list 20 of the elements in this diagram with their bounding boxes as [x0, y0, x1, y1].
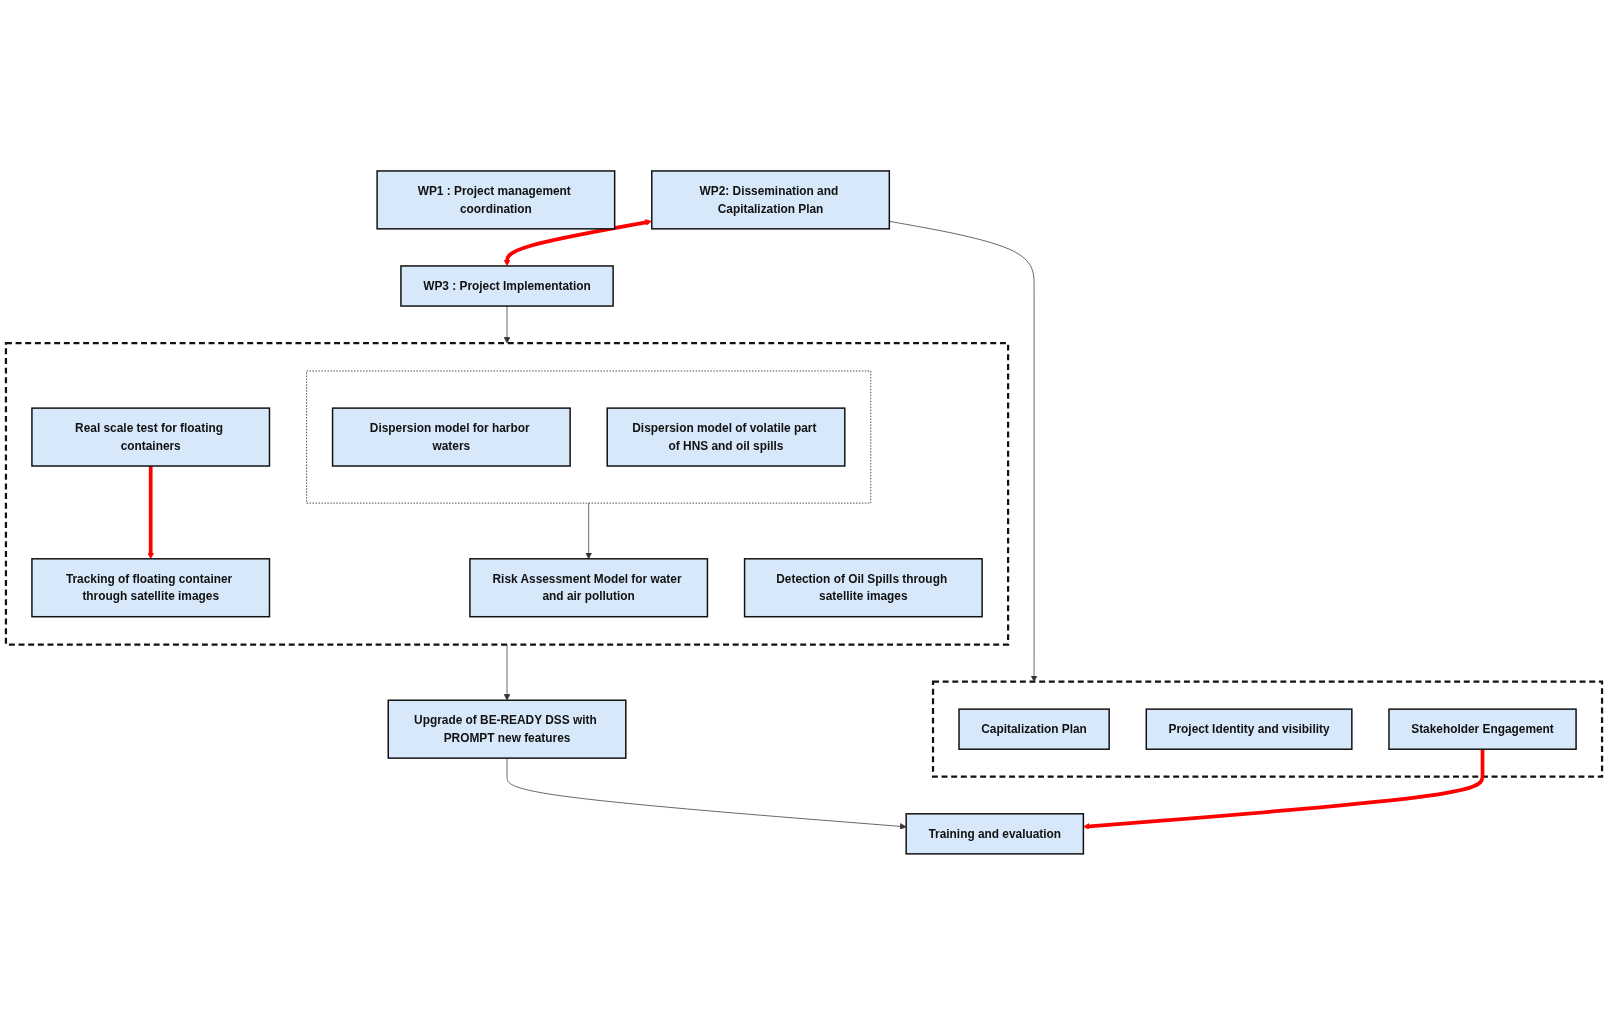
cluster: [4, 342, 1010, 646]
arrow: [147, 466, 154, 560]
arrow: [503, 219, 652, 267]
node-box: Dispersion model of volatile part of HNS and oil spills: [606, 407, 846, 467]
node-box: Tracking of floating container through satellite images: [31, 558, 271, 618]
node-box: Detection of Oil Spills through satellite images: [743, 558, 983, 618]
node-box: Stakeholder Engagement: [1388, 708, 1577, 751]
cluster: [931, 680, 1604, 778]
node-box: Training and evaluation: [905, 813, 1085, 855]
node-box: Dispersion model for harbor waters: [331, 407, 571, 467]
node-box: Capitalization Plan: [958, 708, 1110, 751]
node-box: WP2: Dissemination and Capitalization Plan: [651, 170, 891, 230]
node-box: Project Identity and visibility: [1145, 708, 1353, 751]
node-box: Upgrade of BE-READY DSS with PROMPT new features: [387, 699, 627, 759]
arrow: [1083, 749, 1485, 830]
node-box: WP3 : Project Implementation: [400, 265, 614, 307]
node-box: WP1 : Project management coordination: [376, 170, 616, 230]
node-box: Real scale test for floating containers: [31, 407, 271, 467]
cluster: [306, 370, 872, 504]
node-box: Risk Assessment Model for water and air pollution: [469, 558, 709, 618]
